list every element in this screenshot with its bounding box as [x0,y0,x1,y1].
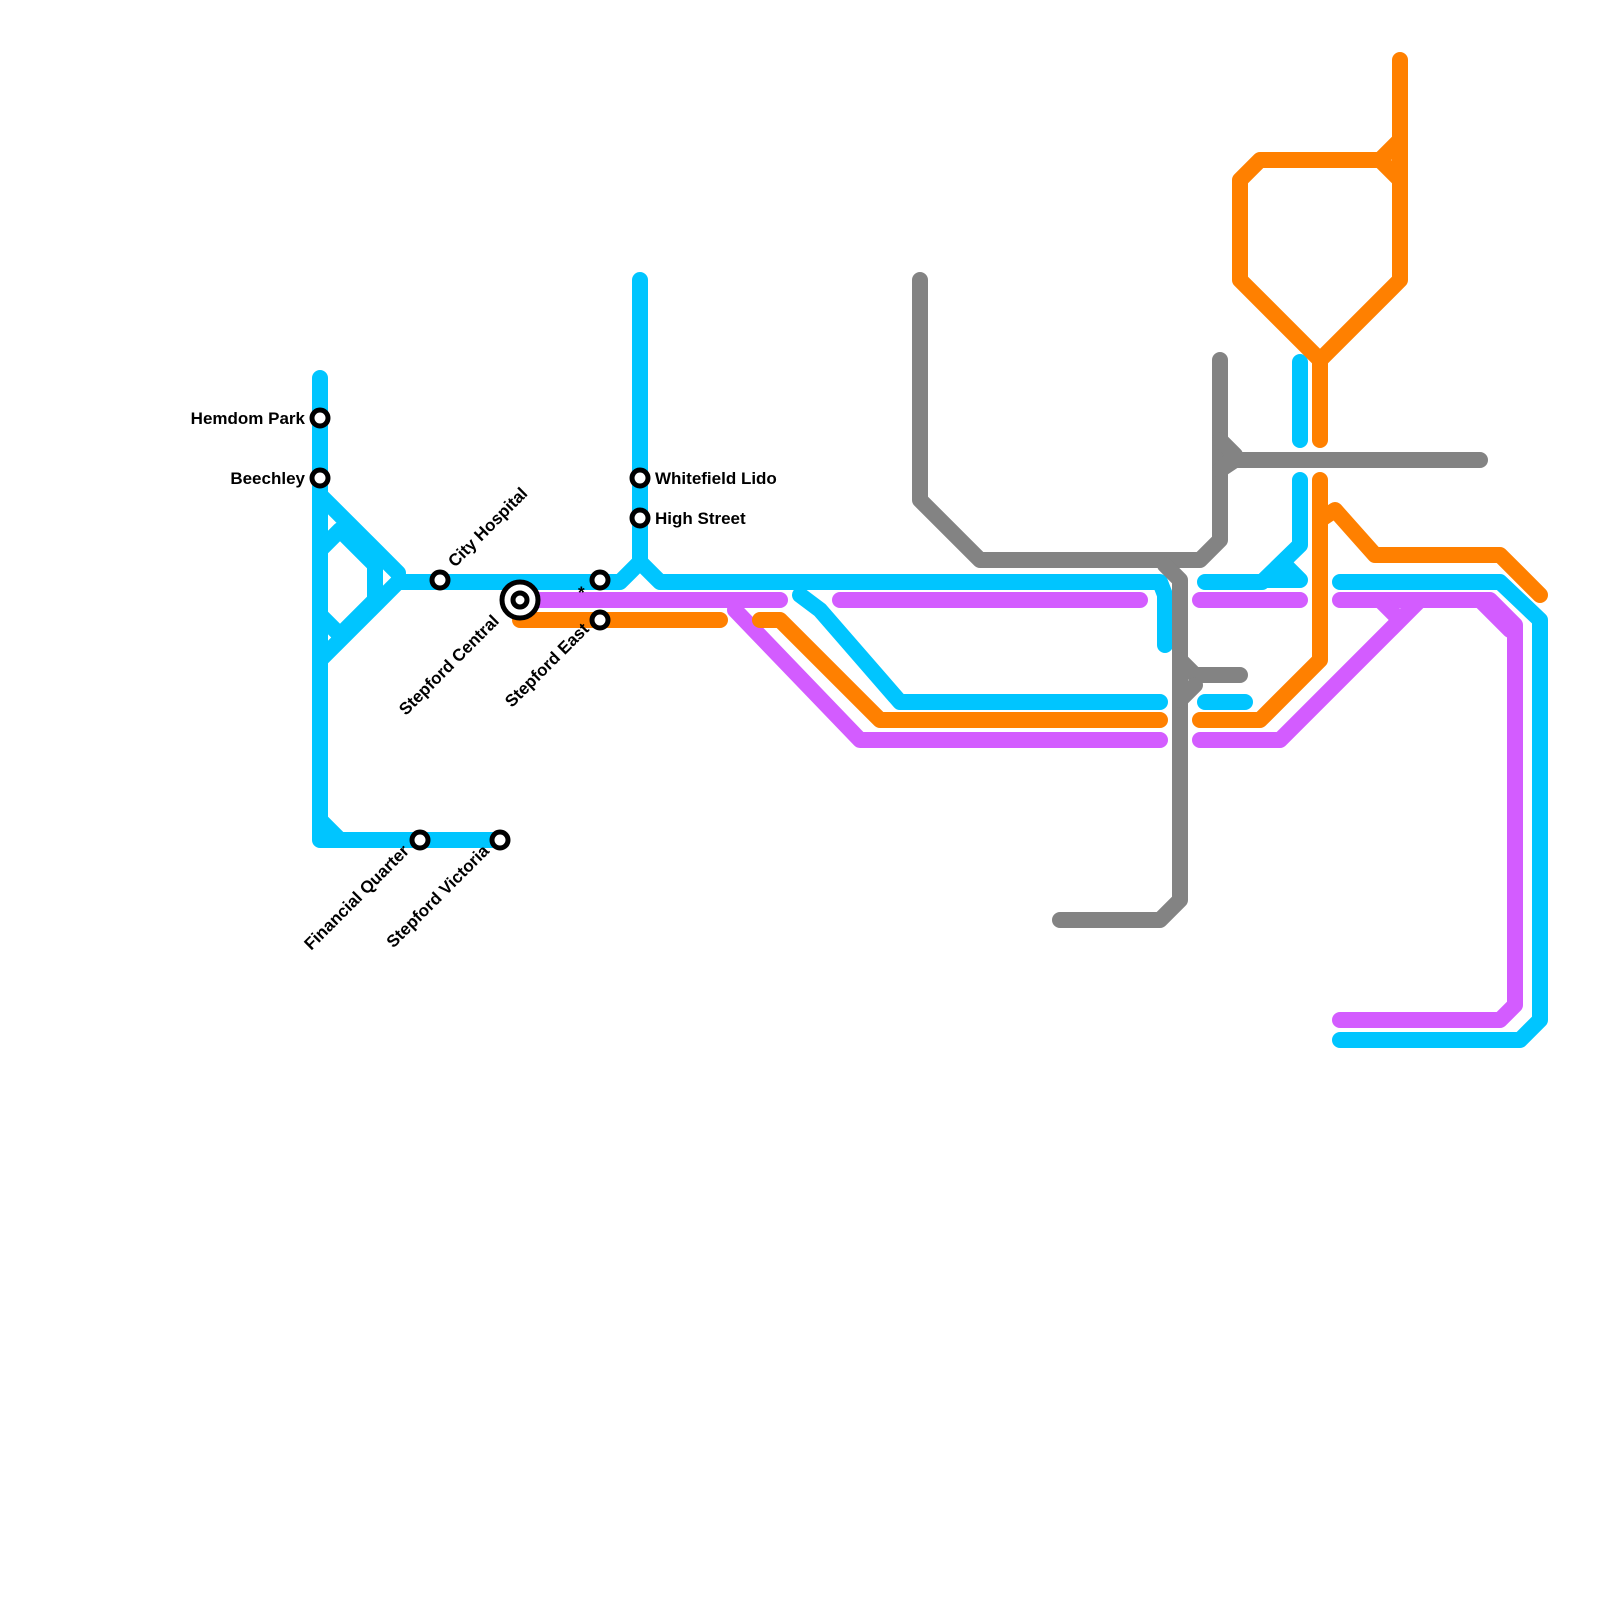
magenta-diagonal [727,602,1168,748]
station-marker[interactable] [489,829,511,851]
gray-trunk-kink [1172,677,1203,708]
station-marker[interactable] [309,407,331,429]
cyan-main [390,554,1173,653]
cyan-west-trunk [312,370,508,848]
station-label: Stepford Central [395,611,503,719]
asterisk-annotation: * [578,583,585,602]
magenta-far-east [1332,592,1523,1028]
orange-north-kink [1372,152,1408,188]
gray-west [912,272,1228,568]
orange-north-loop [1232,132,1408,368]
cyan-loop-upper [312,487,406,581]
stations: Hemdom Park Beechley City Hospital Stepf… [191,407,777,954]
station-whitefield-lido[interactable]: Whitefield Lido [629,467,777,489]
gray-trunk-branch [1172,652,1248,683]
station-label: City Hospital [444,484,531,571]
station-marker-lower[interactable] [589,609,611,631]
station-beechley[interactable]: Beechley [230,467,331,489]
cyan-west-trunk-corner [312,812,348,848]
cyan-line [312,272,1548,1048]
magenta-line [512,592,1523,1028]
cyan-diagonal [792,587,1168,710]
station-high-street[interactable]: High Street [629,507,746,529]
station-marker-upper[interactable] [589,569,611,591]
station-label: Stepford East [501,619,593,711]
station-label: Whitefield Lido [655,469,777,488]
station-label: Beechley [230,469,305,488]
cyan-loop-inner [312,522,383,643]
gray-north-east [1212,432,1488,478]
orange-line [512,52,1548,728]
cyan-far-east [1332,574,1548,1048]
interchange-inner-ring [510,590,530,610]
station-label: High Street [655,509,746,528]
cyan-east-kink [1257,557,1308,588]
station-label: Hemdom Park [191,409,306,428]
gray-trunk [1052,557,1188,928]
station-marker[interactable] [409,829,431,851]
station-hemdom-park[interactable]: Hemdom Park [191,407,331,429]
station-marker[interactable] [429,569,451,591]
orange-diagonal [752,612,1168,728]
magenta-kink2 [1472,592,1518,638]
orange-east-lower [1192,472,1328,728]
station-marker[interactable] [629,467,651,489]
orange-east-branch [1312,502,1548,603]
station-city-hospital[interactable]: City Hospital [429,484,531,591]
magenta-kink [1372,592,1403,623]
gray-line [912,272,1488,928]
station-marker[interactable] [309,467,331,489]
station-marker[interactable] [629,507,651,529]
